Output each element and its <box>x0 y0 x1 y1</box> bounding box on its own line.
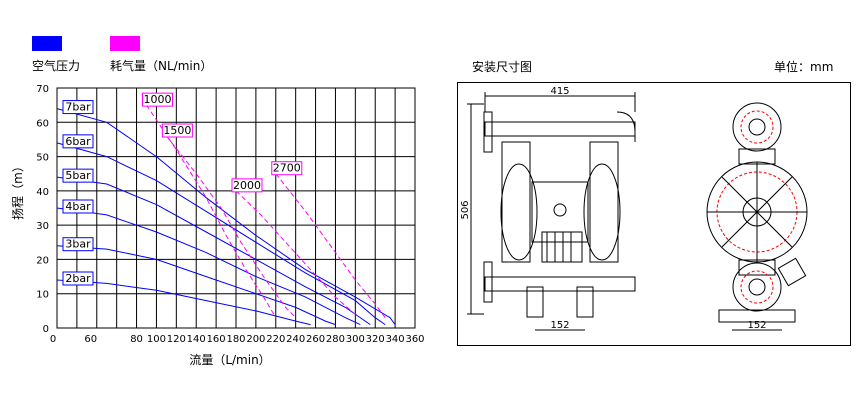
pressure-label-box <box>62 168 94 183</box>
air-curve <box>275 173 386 318</box>
x-tick-label: 220 <box>266 334 285 345</box>
dim-height: 506 <box>460 200 471 219</box>
air-label-box <box>161 123 193 138</box>
legend-pressure-label: 空气压力 <box>32 59 81 73</box>
y-tick-label: 70 <box>36 84 49 95</box>
x-tick-label: 0 <box>50 334 56 345</box>
dim-width: 415 <box>550 86 569 97</box>
pressure-curve <box>56 279 311 326</box>
x-tick-label: 280 <box>326 334 345 345</box>
y-tick-label: 20 <box>36 255 49 266</box>
x-tick-label: 300 <box>346 334 365 345</box>
air-label-box <box>271 161 303 176</box>
x-tick-label: 260 <box>306 334 325 345</box>
air-series-label: 1000 <box>144 93 172 106</box>
air-curve <box>146 104 277 318</box>
pressure-curve <box>56 207 361 326</box>
side-view <box>706 102 808 331</box>
pressure-series-label: 6bar <box>65 135 91 148</box>
pressure-curve <box>56 108 396 325</box>
x-axis-label: 流量（L/min） <box>189 353 270 367</box>
pressure-label-box <box>62 237 94 252</box>
pressure-series-label: 5bar <box>65 169 91 182</box>
installation-drawing: 415 506 152 152 <box>457 82 851 346</box>
pressure-curve <box>56 245 336 326</box>
x-tick-label: 160 <box>207 334 226 345</box>
air-series-label: 2000 <box>233 179 261 192</box>
air-series-label: 1500 <box>163 124 191 137</box>
pressure-label-box <box>62 199 94 214</box>
y-tick-label: 40 <box>36 187 49 198</box>
dim-base-front: 152 <box>550 320 569 331</box>
y-tick-label: 50 <box>36 153 49 164</box>
pressure-series-label: 7bar <box>65 101 91 114</box>
x-tick-label: 360 <box>405 334 424 345</box>
air-swatch <box>110 36 140 51</box>
x-tick-label: 180 <box>226 334 245 345</box>
pressure-label-box <box>62 271 94 286</box>
x-tick-label: 320 <box>366 334 385 345</box>
front-view <box>467 92 636 331</box>
air-series-label: 2700 <box>273 162 301 175</box>
y-tick-label: 10 <box>36 290 49 301</box>
x-tick-label: 100 <box>147 334 166 345</box>
x-tick-label: 120 <box>167 334 186 345</box>
pressure-curve <box>56 142 386 326</box>
x-tick-label: 240 <box>286 334 305 345</box>
legend-air-label: 耗气量（NL/min） <box>110 59 213 73</box>
pressure-label-box <box>62 134 94 149</box>
air-curve <box>235 190 356 315</box>
air-label-box <box>142 92 173 107</box>
x-tick-label: 340 <box>386 334 405 345</box>
pressure-curve <box>56 176 371 326</box>
x-tick-label: 80 <box>130 334 143 345</box>
y-tick-label: 60 <box>36 118 49 129</box>
pressure-label-box <box>62 100 94 115</box>
y-tick-label: 30 <box>36 221 49 232</box>
pressure-series-label: 2bar <box>65 272 91 285</box>
air-curve <box>166 135 297 319</box>
drawing-title: 安装尺寸图 <box>472 60 533 74</box>
dim-base-side: 152 <box>747 320 766 331</box>
x-tick-label: 200 <box>246 334 265 345</box>
pressure-series-label: 4bar <box>65 200 91 213</box>
y-axis-label: 扬程（m） <box>10 160 25 220</box>
x-tick-label: 140 <box>187 334 206 345</box>
pressure-series-label: 3bar <box>65 238 91 251</box>
x-tick-label: 60 <box>84 334 97 345</box>
pressure-swatch <box>32 36 62 51</box>
unit-label: 单位：mm <box>774 60 834 74</box>
y-tick-label: 0 <box>43 324 49 335</box>
air-label-box <box>231 178 263 193</box>
